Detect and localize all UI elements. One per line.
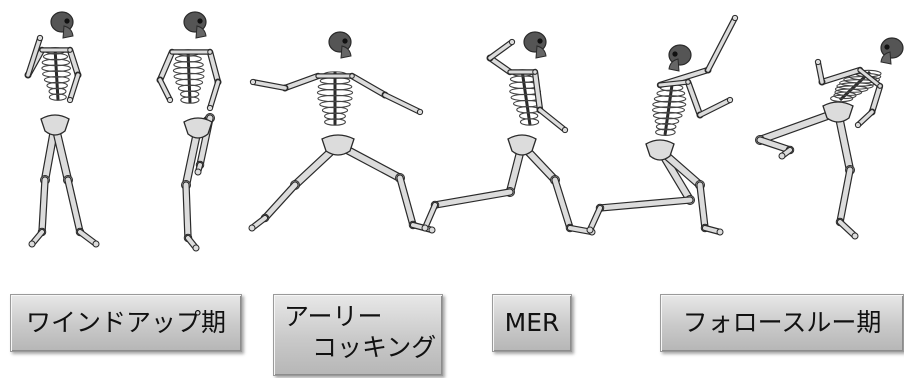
phase-label-follow-through: フォロースルー期: [660, 294, 904, 352]
clavicle-joint: [350, 74, 355, 79]
phase-label-early-cocking: アーリー コッキング: [273, 294, 443, 376]
right-foot-joint: [429, 227, 435, 233]
left-tibia: [265, 185, 295, 218]
right-foot-joint: [779, 153, 785, 159]
skeleton-windup-1: [25, 12, 99, 247]
pelvis: [322, 135, 354, 155]
phase-label-mer-text: MER: [505, 307, 560, 338]
spine: [522, 70, 530, 125]
pelvis: [41, 115, 69, 135]
right-forearm: [385, 95, 420, 112]
left-forearm: [160, 80, 170, 100]
right-forearm-joint: [67, 97, 72, 102]
clavicle-joint: [68, 48, 73, 53]
left-forearm-joint: [167, 97, 172, 102]
eye-socket: [64, 18, 69, 23]
left-foot-joint: [852, 233, 858, 239]
left-forearm: [708, 18, 735, 70]
right-tibia: [555, 180, 570, 228]
right-humerus: [535, 72, 540, 110]
right-foot-joint: [717, 229, 723, 235]
phase-label-windup-text: ワインドアップ期: [26, 307, 226, 338]
phase-label-windup: ワインドアップ期: [10, 294, 242, 352]
spine: [665, 85, 672, 135]
right-foot-joint: [93, 241, 99, 247]
phase-label-mer: MER: [492, 294, 572, 352]
left-foot-joint: [422, 225, 428, 231]
pelvis: [823, 102, 853, 122]
right-tibia: [400, 178, 413, 225]
right-forearm-joint: [727, 97, 732, 102]
left-forearm-joint: [815, 59, 820, 64]
right-forearm-joint: [207, 105, 212, 110]
eye-socket: [537, 38, 542, 43]
left-humerus: [160, 52, 172, 80]
skeleton-mer: [422, 32, 595, 235]
phase-label-early-cocking-line1: アーリー: [284, 301, 432, 332]
left-foot-joint: [587, 227, 593, 233]
left-tibia: [186, 185, 188, 238]
left-forearm-joint: [509, 39, 514, 44]
left-foot-joint: [193, 245, 199, 251]
right-tibia: [68, 180, 80, 232]
left-foot-joint: [249, 225, 255, 231]
skeleton-follow-through-1: [587, 15, 738, 235]
right-humerus: [688, 82, 700, 115]
right-forearm: [700, 100, 730, 115]
right-forearm: [540, 110, 565, 130]
phase-label-early-cocking-line2: コッキング: [284, 332, 432, 363]
left-foot-joint: [29, 241, 35, 247]
spine: [55, 48, 58, 100]
eye-socket: [884, 44, 889, 49]
left-forearm-joint: [250, 79, 255, 84]
left-foot: [425, 205, 435, 228]
left-forearm-joint: [37, 35, 42, 40]
eye-socket: [672, 51, 677, 56]
eye-socket: [197, 18, 202, 23]
eye-socket: [342, 38, 347, 43]
skeleton-windup-2: [157, 12, 221, 251]
right-foot-joint: [195, 169, 201, 175]
phase-label-follow-through-text: フォロースルー期: [683, 307, 882, 338]
clavicle-joint: [878, 84, 883, 89]
left-forearm-joint: [732, 15, 737, 20]
right-forearm-joint: [417, 109, 422, 114]
left-forearm: [490, 42, 512, 58]
right-forearm-joint: [562, 127, 567, 132]
left-humerus: [285, 76, 318, 88]
left-tibia: [435, 192, 510, 205]
left-humerus: [490, 58, 510, 72]
clavicle-joint: [686, 80, 691, 85]
right-humerus: [352, 76, 385, 95]
pitching-skeleton-sequence: [0, 0, 904, 260]
left-tibia: [42, 180, 45, 232]
clavicle-joint: [208, 50, 213, 55]
skeleton-early-cocking: [249, 32, 435, 233]
spine: [188, 50, 190, 103]
clavicle-joint: [533, 70, 538, 75]
skeleton-follow-through-2: [756, 38, 904, 239]
right-forearm-joint: [855, 122, 860, 127]
